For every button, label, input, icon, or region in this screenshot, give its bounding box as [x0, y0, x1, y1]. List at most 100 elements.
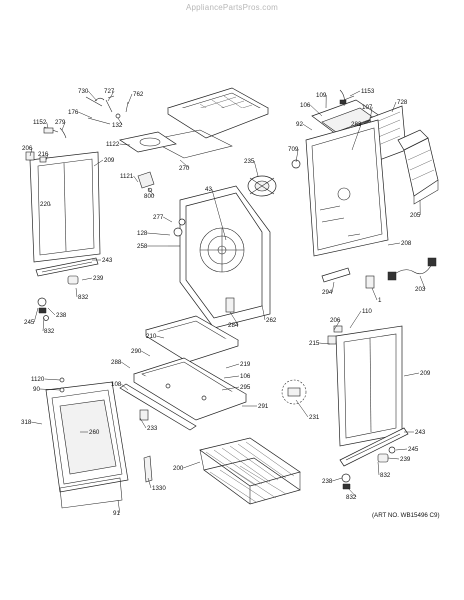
callout-1152: 1152 — [33, 119, 49, 129]
callout-92: 92 — [296, 121, 313, 131]
callout-709: 709 — [288, 146, 299, 163]
leader-line — [403, 372, 420, 377]
part-number: 203 — [415, 286, 426, 293]
sensor-231 — [281, 379, 307, 405]
part-number: 220 — [40, 201, 51, 208]
part-number: 239 — [400, 456, 411, 463]
leader-line — [261, 304, 266, 321]
leader-line — [44, 378, 61, 381]
part-number: 730 — [78, 88, 89, 95]
part-number: 279 — [55, 119, 66, 126]
part-number: 92 — [296, 121, 303, 128]
part-number: 295 — [240, 384, 251, 391]
callout-109: 109 — [316, 92, 327, 109]
callout-294: 294 — [322, 281, 335, 296]
leader-line — [141, 350, 151, 357]
leader-line — [45, 153, 49, 161]
callout-727: 727 — [104, 88, 115, 102]
part-number: 727 — [104, 88, 115, 95]
part-number: 1152 — [33, 119, 47, 126]
part-number: 318 — [21, 419, 32, 426]
leader-line — [156, 335, 165, 339]
leader-line — [81, 277, 93, 281]
callout-128: 128 — [137, 230, 171, 237]
leader-line — [61, 121, 66, 131]
part-number: 231 — [309, 414, 320, 421]
callout-108: 108 — [111, 381, 129, 391]
cord-parts — [321, 257, 437, 289]
part-number: 106 — [300, 102, 311, 109]
callout-209: 209 — [403, 370, 431, 377]
callout-1121: 1121 — [120, 173, 139, 183]
part-number: 291 — [258, 403, 269, 410]
leader-line — [310, 104, 323, 117]
callout-291: 291 — [242, 403, 269, 410]
callout-206: 206 — [22, 145, 33, 157]
callout-243: 243 — [92, 257, 113, 264]
leader-line — [33, 307, 39, 323]
callout-238: 238 — [47, 307, 67, 319]
leader-line — [147, 477, 152, 489]
callout-832: 832 — [42, 317, 55, 335]
part-number: 209 — [104, 157, 115, 164]
callout-91: 91 — [113, 499, 121, 517]
leader-line — [223, 375, 240, 379]
leader-line — [369, 106, 373, 121]
callout-262: 262 — [261, 304, 277, 324]
callout-245: 245 — [24, 307, 39, 326]
part-number: 91 — [113, 510, 120, 517]
leader-line — [302, 123, 313, 131]
part-number: 1153 — [361, 88, 375, 95]
leader-line — [387, 457, 400, 460]
callout-728: 728 — [391, 99, 408, 113]
leader-line — [88, 90, 98, 102]
leader-line — [225, 363, 240, 369]
callout-132: 132 — [112, 117, 123, 129]
leader-line — [163, 216, 173, 223]
callout-258: 258 — [137, 243, 168, 250]
part-number: 132 — [112, 122, 123, 129]
callout-1122: 1122 — [106, 141, 131, 148]
callout-239: 239 — [387, 456, 411, 463]
part-number: 200 — [173, 465, 184, 472]
callout-209: 209 — [93, 157, 115, 167]
part-number: 205 — [410, 212, 421, 219]
leader-line — [117, 499, 121, 514]
callout-90: 90 — [33, 386, 61, 393]
callout-270: 270 — [179, 159, 190, 172]
callout-283: 283 — [351, 121, 362, 151]
hinge-233 — [139, 409, 149, 421]
leader-line — [107, 90, 115, 102]
leader-line — [419, 275, 426, 290]
part-number: 245 — [408, 446, 419, 453]
rail-right — [339, 427, 409, 490]
leader-line — [75, 287, 78, 298]
callout-730: 730 — [78, 88, 98, 102]
leader-line — [295, 399, 309, 418]
callout-220: 220 — [40, 201, 51, 208]
part-number: 1122 — [106, 141, 120, 148]
callout-233: 233 — [139, 417, 158, 432]
part-number: 109 — [316, 92, 327, 99]
fan-motor — [247, 175, 277, 197]
back-panel — [168, 185, 271, 329]
part-number: 238 — [56, 312, 67, 319]
callout-176: 176 — [68, 109, 93, 119]
part-number: 238 — [322, 478, 333, 485]
callout-277: 277 — [153, 214, 173, 223]
callout-210: 210 — [146, 333, 165, 340]
leader-line — [332, 477, 343, 482]
part-number: 219 — [240, 361, 251, 368]
leader-line — [117, 117, 123, 126]
leader-line — [295, 148, 299, 163]
leader-line — [333, 319, 341, 331]
oven-racks — [199, 437, 301, 505]
leader-line — [133, 175, 139, 183]
leader-line — [391, 101, 397, 113]
callout-110: 110 — [349, 308, 372, 329]
callout-800: 800 — [144, 187, 155, 200]
part-number: 832 — [346, 494, 357, 501]
leader-line — [47, 307, 56, 316]
